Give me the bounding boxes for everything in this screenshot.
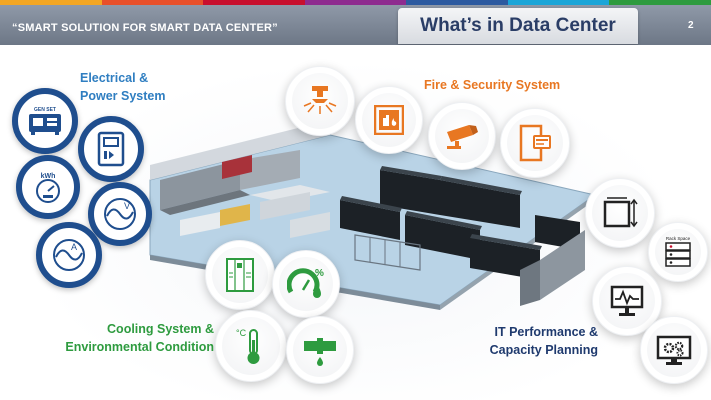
it-label-line1: IT Performance &: [494, 325, 598, 339]
stripe-segment: [507, 0, 610, 5]
water-leak-icon[interactable]: [286, 316, 354, 384]
page-title: What’s in Data Center: [420, 15, 616, 36]
generator-label: GEN SET: [34, 107, 56, 113]
cctv-camera-icon[interactable]: [428, 102, 496, 170]
stripe-segment: [609, 0, 711, 5]
temperature-label: °C: [236, 328, 247, 338]
kwh-label: kWh: [41, 173, 56, 180]
voltage-icon[interactable]: V: [88, 182, 152, 246]
precision-ac-icon[interactable]: [205, 240, 275, 310]
system-settings-icon[interactable]: [640, 316, 708, 384]
stripe-segment: [304, 0, 407, 5]
rack-server-icon[interactable]: Rack Space: [648, 222, 708, 282]
cooling-label-line2: Environmental Condition: [65, 340, 214, 354]
ampere-icon[interactable]: A: [36, 222, 102, 288]
electrical-section-label: Electrical & Power System: [80, 69, 165, 105]
fire-alarm-icon[interactable]: [355, 86, 423, 154]
voltage-label: V: [124, 201, 130, 211]
cooling-section-label: Cooling System & Environmental Condition: [52, 320, 214, 356]
stripe-segment: [203, 0, 305, 5]
rack-space-text: Rack Space: [666, 236, 691, 241]
electrical-label-line2: Power System: [80, 89, 166, 103]
rack-space-icon[interactable]: [585, 178, 655, 248]
tagline: “SMART SOLUTION FOR SMART DATA CENTER”: [12, 22, 278, 34]
title-tab: What’s in Data Center: [398, 8, 638, 44]
stripe-segment: [406, 0, 508, 5]
ampere-label: A: [71, 242, 77, 252]
thermometer-icon[interactable]: °C: [215, 310, 287, 382]
electrical-label-line1: Electrical &: [80, 71, 149, 85]
it-label-line2: Capacity Planning: [489, 343, 598, 357]
top-color-stripe: [0, 0, 711, 5]
humidity-label: %: [315, 268, 324, 279]
ups-icon[interactable]: [78, 116, 144, 182]
cooling-label-line1: Cooling System &: [107, 322, 214, 336]
fire-security-label: Fire & Security System: [424, 78, 561, 92]
kwh-meter-icon[interactable]: kWh: [16, 155, 80, 219]
humidity-gauge-icon[interactable]: %: [272, 250, 340, 318]
sprinkler-icon[interactable]: [285, 66, 355, 136]
access-control-icon[interactable]: [500, 108, 570, 178]
stripe-segment: [0, 0, 102, 5]
it-performance-label: IT Performance & Capacity Planning: [470, 323, 598, 359]
page-number: 2: [688, 20, 694, 31]
stripe-segment: [101, 0, 204, 5]
generator-icon[interactable]: GEN SET: [12, 88, 78, 154]
